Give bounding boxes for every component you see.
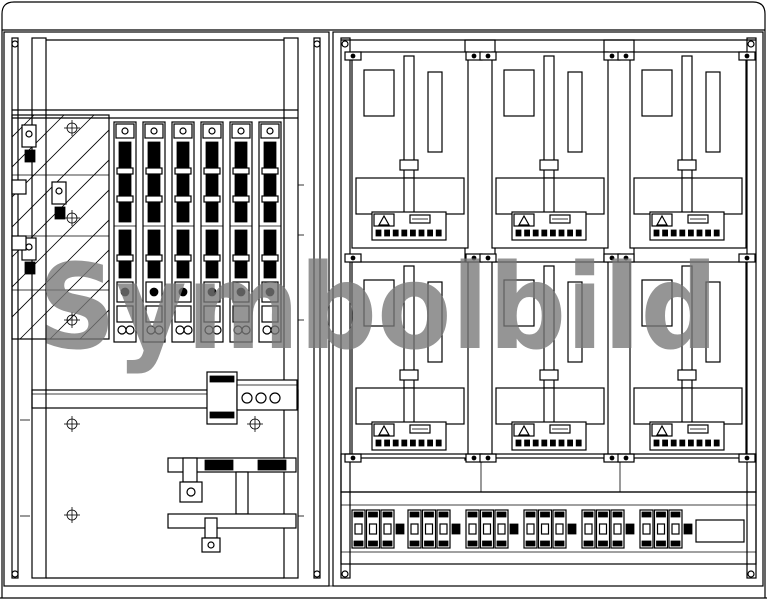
circuit-breaker xyxy=(351,509,366,549)
circuit-breaker xyxy=(365,509,381,549)
screw-icon xyxy=(11,40,321,578)
circuit-breaker xyxy=(610,509,625,549)
circuit-breaker xyxy=(595,509,611,549)
meter-display-window xyxy=(503,69,535,117)
rail-bracket xyxy=(479,51,497,61)
rail-bracket xyxy=(617,51,635,61)
circuit-breaker xyxy=(653,509,669,549)
fuse-strip xyxy=(142,121,166,343)
fuse-strip xyxy=(258,121,282,343)
rail-bracket xyxy=(617,453,635,463)
breaker-din-rail xyxy=(340,491,757,565)
circuit-breaker xyxy=(668,509,683,549)
warning-icon xyxy=(655,424,669,436)
circuit-breaker xyxy=(436,509,451,549)
fuse-strip xyxy=(171,121,195,343)
surge-arrester xyxy=(206,371,298,425)
pe-busbar-assembly xyxy=(167,457,297,553)
meter-display-window xyxy=(641,69,673,117)
warning-icon xyxy=(517,214,531,226)
warning-icon xyxy=(377,214,391,226)
rail-bracket xyxy=(344,453,362,463)
circuit-breaker xyxy=(421,509,437,549)
warning-icon xyxy=(655,214,669,226)
meter-display-window xyxy=(363,279,395,327)
meter-field xyxy=(351,51,469,249)
meter-display-window xyxy=(363,69,395,117)
meter-display-window xyxy=(503,279,535,327)
circuit-breaker xyxy=(479,509,495,549)
meter-field xyxy=(491,51,609,249)
terminal-screw xyxy=(451,523,461,535)
terminal-clamp xyxy=(11,124,67,275)
rail-bracket xyxy=(617,253,635,263)
meter-field-group xyxy=(351,51,747,459)
terminal-screw xyxy=(683,523,693,535)
meter-field xyxy=(629,51,747,249)
circuit-breaker xyxy=(552,509,567,549)
terminal-screw xyxy=(395,523,405,535)
rail-bracket xyxy=(479,253,497,263)
terminal-screw xyxy=(509,523,519,535)
fuse-strip-group xyxy=(113,121,282,343)
terminal-screw xyxy=(625,523,635,535)
left-compartment xyxy=(11,37,321,579)
circuit-breaker xyxy=(639,509,654,549)
rail-bracket xyxy=(344,51,362,61)
fuse-strip xyxy=(229,121,253,343)
blank-cover xyxy=(695,519,745,543)
rail-bracket xyxy=(738,51,756,61)
fuse-strip xyxy=(113,121,137,343)
circuit-breaker xyxy=(581,509,596,549)
circuit-breaker xyxy=(523,509,538,549)
circuit-breaker xyxy=(494,509,509,549)
watermark-text: Symbolbild xyxy=(38,238,718,376)
breaker-group xyxy=(351,509,693,549)
terminal-screw xyxy=(567,523,577,535)
crosshair-icon xyxy=(64,120,263,523)
rail-notches xyxy=(20,184,304,517)
din-rail xyxy=(31,389,299,409)
right-compartment xyxy=(340,37,757,579)
rail-bracket xyxy=(344,253,362,263)
rail-bracket xyxy=(738,253,756,263)
warning-icon xyxy=(377,424,391,436)
fuse-strip xyxy=(200,121,224,343)
meter-field xyxy=(351,261,469,459)
rail-bracket xyxy=(738,453,756,463)
circuit-breaker xyxy=(407,509,422,549)
circuit-breaker xyxy=(537,509,553,549)
warning-icon xyxy=(517,424,531,436)
meter-field xyxy=(491,261,609,459)
rail-bracket xyxy=(479,453,497,463)
circuit-breaker xyxy=(380,509,395,549)
meter-field xyxy=(629,261,747,459)
circuit-breaker xyxy=(465,509,480,549)
screw-icon xyxy=(341,40,755,578)
meter-display-window xyxy=(641,279,673,327)
